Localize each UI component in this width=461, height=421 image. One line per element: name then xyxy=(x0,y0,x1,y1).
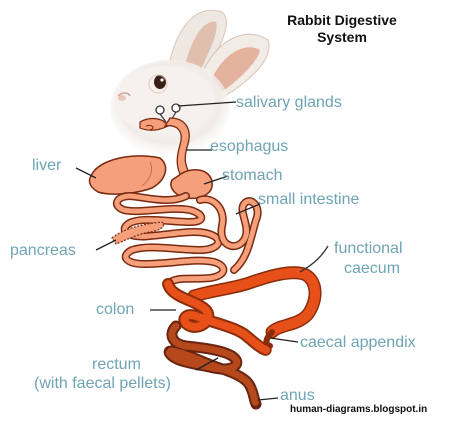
label-rectum: rectum xyxy=(92,356,141,374)
credit-watermark: human-diagrams.blogspot.in xyxy=(290,404,427,415)
label-pancreas: pancreas xyxy=(10,242,76,260)
title-line-2: System xyxy=(262,29,422,46)
label-small-intestine: small intestine xyxy=(258,191,359,209)
diagram-title: Rabbit Digestive System xyxy=(262,12,422,46)
label-rectum-note: (with faecal pellets) xyxy=(34,375,171,393)
label-functional-caecum-line1: functional xyxy=(334,240,403,258)
label-anus: anus xyxy=(280,387,315,405)
label-salivary-glands: salivary glands xyxy=(236,94,342,112)
liver xyxy=(90,156,166,194)
stomach xyxy=(171,170,212,199)
title-line-1: Rabbit Digestive xyxy=(262,12,422,29)
label-colon: colon xyxy=(96,301,134,319)
pointer-anus xyxy=(258,398,278,400)
label-caecal-appendix: caecal appendix xyxy=(300,334,416,352)
label-stomach: stomach xyxy=(222,167,282,185)
caecal-appendix xyxy=(266,332,272,346)
label-functional-caecum-line2: caecum xyxy=(344,260,400,278)
pointer-pancreas xyxy=(96,240,116,250)
label-liver: liver xyxy=(32,157,61,175)
label-esophagus: esophagus xyxy=(210,138,288,156)
small-intestine xyxy=(117,196,258,284)
pointer-caecal-appendix xyxy=(270,338,298,342)
